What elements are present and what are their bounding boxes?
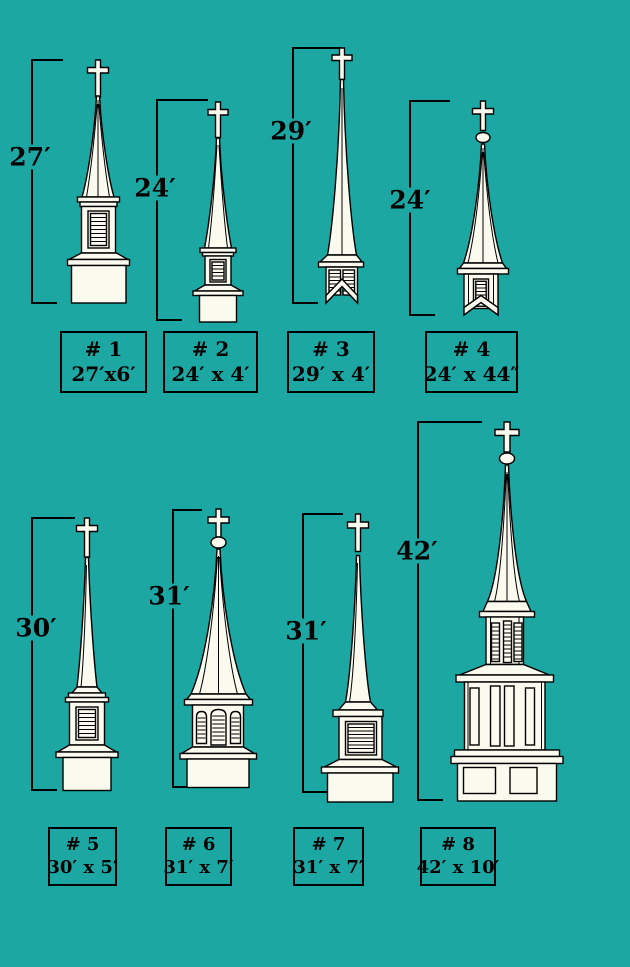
dimension-bracket-6 [172,509,202,788]
steeple-1-size: 27′x6′ [71,362,136,386]
steeple-7-height-label: 31′ [282,618,330,644]
cross-icon [207,101,229,139]
base [456,762,558,802]
cross-icon [86,59,110,98]
dimension-bracket-5 [31,517,75,791]
steeple-6-number: # 6 [181,834,216,855]
steeple-7-label-box: # 7 31′ x 7′ [293,827,364,886]
steeple-5-label-box: # 5 30′ x 5′ [47,827,118,886]
steeple-8-label-box: # 8 42′ x 10′ [417,827,499,886]
arched-louver [229,710,242,745]
ball-finial [210,536,227,549]
steeple-5-height-label: 30′ [12,615,60,641]
dimension-bracket-7 [302,513,343,793]
steeple-4-drawing [456,100,510,317]
ball-finial [475,131,491,144]
base [326,772,394,803]
steeple-7-size: 31′ x 7′ [293,856,364,878]
steeple-8-height-label: 42′ [393,538,441,564]
steeple-2-drawing [191,101,245,323]
cross-icon [331,47,353,81]
dimension-bracket-8 [417,421,482,801]
steeple-3-number: # 3 [312,337,350,361]
steeple-1-label-box: # 1 27′x6′ [60,331,147,393]
cross-icon [494,421,520,453]
base [198,294,238,323]
swallowtail-band [325,277,359,305]
louver [502,620,513,664]
steeple-5-size: 30′ x 5′ [47,856,118,878]
base [70,264,127,304]
spire [344,554,372,703]
cross-icon [75,517,99,558]
steeple-2-size: 24′ x 4′ [171,362,250,386]
steeple-4-size: 24′ x 44″ [423,362,520,386]
swallowtail-band [463,294,499,317]
spire [76,556,98,688]
cross-icon [207,508,230,538]
dimension-bracket-2 [156,99,208,321]
steeple-5-drawing [54,517,120,792]
steeple-3-label-box: # 3 29′ x 4′ [287,331,375,393]
steeple-6-size: 31′ x 7′ [163,856,234,878]
spire [203,137,233,249]
dimension-bracket-1 [31,59,63,304]
arched-louver [195,710,208,745]
steeple-1-number: # 1 [84,337,123,361]
cross-icon [471,100,495,132]
steeple-4-number: # 4 [452,337,491,361]
steeple-3-height-label: 29′ [267,118,315,144]
steeple-6-height-label: 31′ [145,583,193,609]
steeple-5-number: # 5 [65,834,100,855]
steeple-7-drawing [320,513,400,803]
steeple-4-height-label: 24′ [386,187,434,213]
steeple-6-label-box: # 6 31′ x 7′ [163,827,234,886]
louver [513,622,523,663]
cross-icon [346,513,370,553]
steeple-1-drawing [66,59,131,304]
steeple-3-size: 29′ x 4′ [291,362,371,386]
steeple-2-number: # 2 [191,337,230,361]
base [186,758,250,789]
steeple-2-label-box: # 2 24′ x 4′ [163,331,258,393]
steeple-6-drawing [178,508,258,789]
steeple-8-drawing [450,421,564,802]
base [62,756,112,792]
steeple-1-height-label: 27′ [6,144,54,170]
louver [490,622,501,663]
steeple-8-number: # 8 [441,834,475,855]
steeple-4-label-box: # 4 24′ x 44″ [423,331,520,393]
steeple-3-drawing [317,47,365,305]
steeple-8-size: 42′ x 10′ [416,856,500,878]
steeple-7-number: # 7 [311,834,346,855]
ball-finial [498,452,516,465]
dimension-bracket-3 [292,47,341,304]
steeple-2-height-label: 24′ [131,175,179,201]
